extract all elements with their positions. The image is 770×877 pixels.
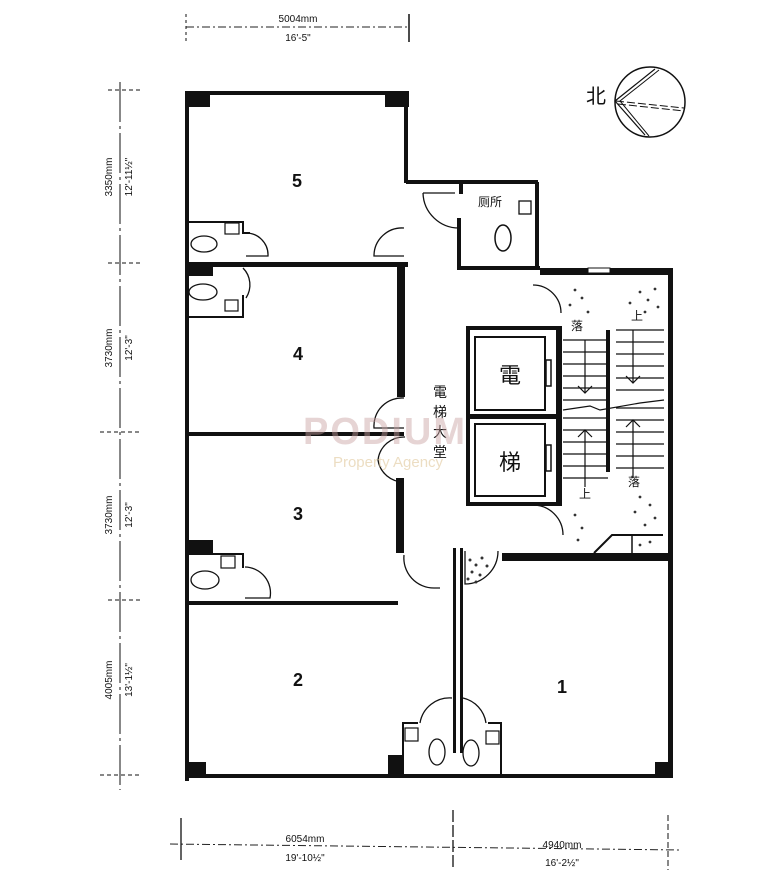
- lobby-toilet: 厕所: [422, 192, 532, 252]
- compass-icon: [614, 66, 686, 138]
- north-label: 北: [586, 84, 606, 108]
- left-dim-2-metric: 3730mm: [104, 329, 115, 368]
- lift-label-1: 電: [499, 364, 521, 389]
- svg-text:大: 大: [433, 425, 447, 441]
- toilet-icon: [428, 738, 446, 766]
- door-icon: [242, 267, 251, 299]
- room-1-label: 1: [557, 677, 567, 697]
- watermark-title: PODIUM: [303, 411, 467, 453]
- bottom-dimensions: 6054mm 19'-10½" 4940mm 16'-2½": [169, 810, 681, 870]
- door-icon: [422, 192, 461, 229]
- lift-label-2: 梯: [499, 451, 521, 476]
- door-icon: [403, 554, 440, 589]
- room-5: 5: [188, 171, 405, 257]
- left-dim-2-imperial: 12'-3": [124, 335, 135, 361]
- room-3-label: 3: [293, 504, 303, 524]
- top-dimension-imperial: 16'-5": [285, 33, 311, 44]
- svg-text:梯: 梯: [433, 405, 447, 421]
- stair-down-label-1: 落: [571, 319, 583, 333]
- lift-car-1: [474, 336, 546, 411]
- room-2-label: 2: [293, 670, 303, 690]
- hatch-pattern: [568, 287, 660, 547]
- watermark: PODIUM Property Agency: [303, 411, 467, 471]
- room-1: 1: [402, 550, 567, 776]
- bottom-dim-1-imperial: 19'-10½": [285, 853, 325, 864]
- door-icon: [377, 436, 406, 483]
- toilet-icon: [462, 739, 480, 767]
- toilet-label: 厕所: [478, 195, 502, 209]
- door-icon: [373, 227, 405, 257]
- left-dim-4-imperial: 13'-1½": [124, 663, 135, 697]
- left-dim-4-metric: 4005mm: [104, 661, 115, 700]
- sink-icon: [220, 555, 236, 569]
- bottom-dim-1-metric: 6054mm: [286, 834, 325, 845]
- door-icon: [464, 550, 499, 585]
- top-dimension: 5004mm 16'-5": [185, 14, 410, 44]
- room-3: 3: [188, 436, 440, 599]
- top-dimension-metric: 5004mm: [279, 14, 318, 25]
- room-5-label: 5: [292, 171, 302, 191]
- room-2: 2: [293, 670, 303, 690]
- left-dim-3-imperial: 12'-3": [124, 502, 135, 528]
- bottom-dim-2-imperial: 16'-2½": [545, 858, 579, 869]
- door-icon: [244, 232, 269, 257]
- left-dim-1-metric: 3350mm: [104, 158, 115, 197]
- room-4: 4: [188, 267, 405, 429]
- lift-lobby-label: 電 梯 大 堂: [433, 385, 447, 461]
- toilet-icon: [494, 224, 512, 252]
- toilet-icon: [188, 283, 218, 301]
- sink-icon: [224, 299, 239, 312]
- stair-down-label-2: 落: [628, 475, 640, 489]
- hatch-pattern: [466, 556, 489, 584]
- stair-up-label-2: 上: [631, 309, 643, 323]
- lift-car-2: [474, 423, 546, 497]
- stair-up-label-1: 上: [579, 487, 591, 501]
- door-icon: [244, 566, 272, 599]
- door-icon: [373, 397, 405, 429]
- left-dimensions: 3350mm 12'-11½" 3730mm 12'-3" 3730mm 12'…: [100, 82, 140, 790]
- door-icon: [462, 697, 487, 724]
- sink-icon: [518, 200, 532, 215]
- room-4-label: 4: [293, 344, 303, 364]
- toilet-icon: [190, 570, 220, 590]
- left-dim-3-metric: 3730mm: [104, 496, 115, 535]
- toilet-icon: [190, 235, 218, 253]
- sink-icon: [404, 727, 419, 742]
- watermark-subtitle: Property Agency: [333, 454, 444, 471]
- bottom-dim-2-metric: 4940mm: [543, 840, 582, 851]
- svg-text:堂: 堂: [433, 445, 447, 461]
- left-dim-1-imperial: 12'-11½": [124, 157, 135, 196]
- sink-icon: [485, 730, 500, 745]
- sink-icon: [224, 222, 240, 235]
- staircase: 落 上 上 落: [532, 267, 665, 554]
- door-icon: [419, 697, 453, 724]
- north-arrow: 北: [586, 66, 686, 138]
- lifts: 電 梯: [466, 326, 562, 506]
- svg-text:電: 電: [433, 385, 447, 401]
